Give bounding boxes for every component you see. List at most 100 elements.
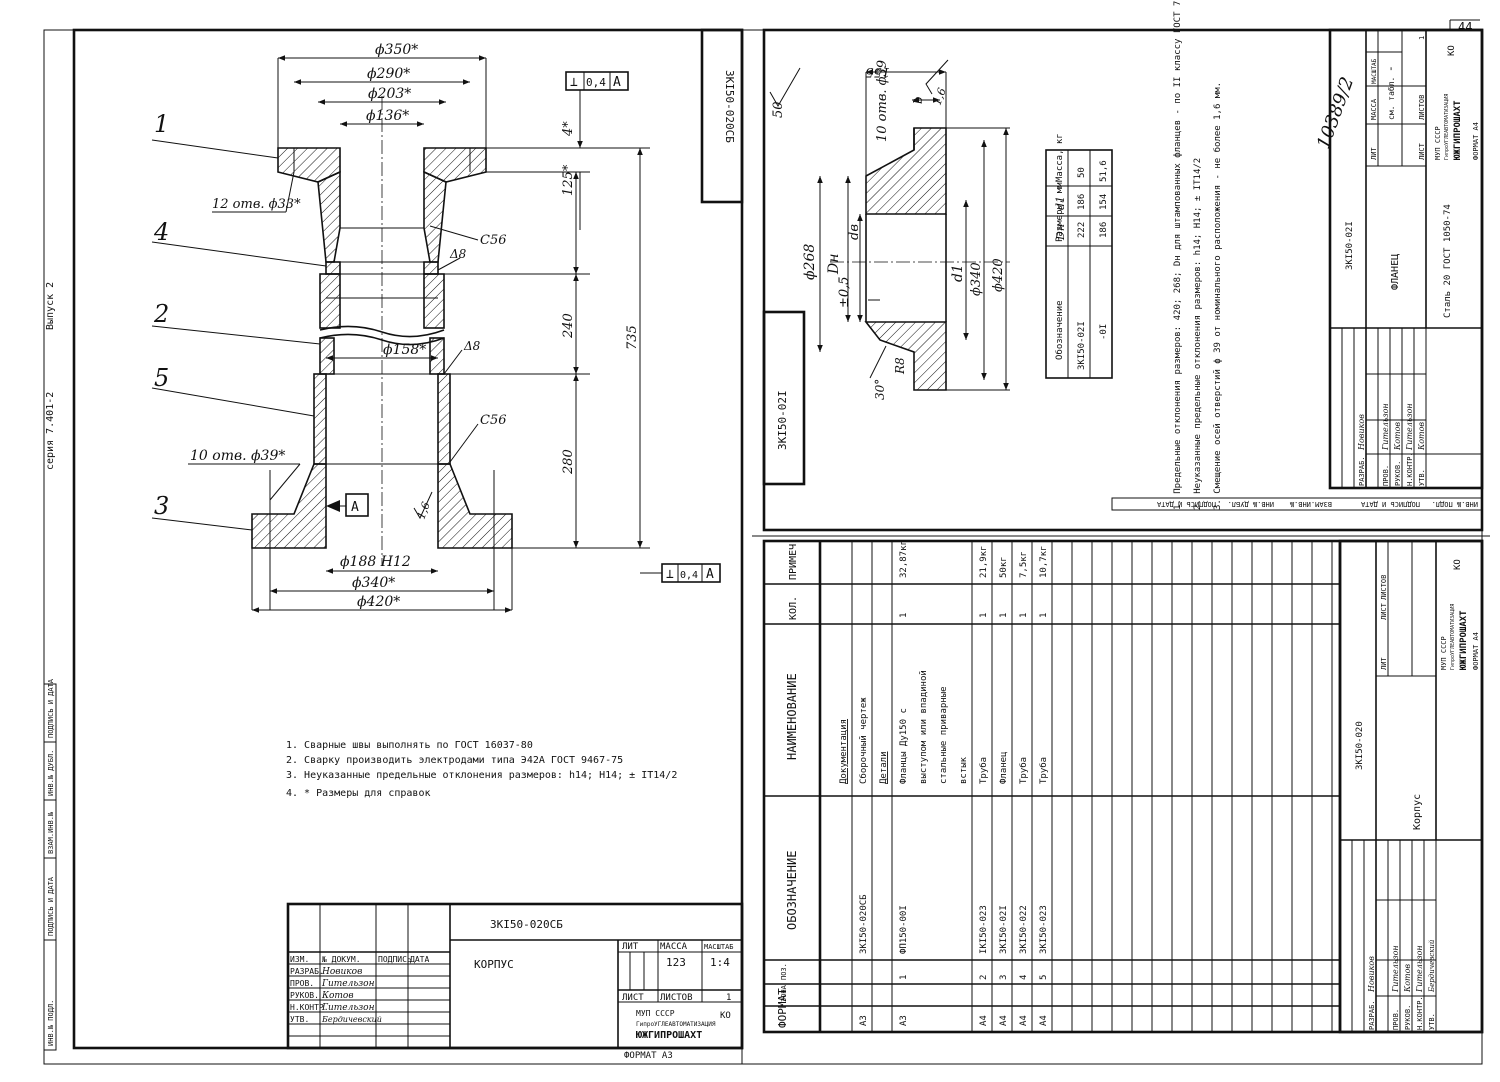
flange-code-box: ЗКI50-02I (762, 310, 806, 486)
flange-tb-role-4: Н.КОНТР. (1406, 452, 1414, 486)
assembly-tb-sheets: ЛИСТОВ (660, 993, 693, 1003)
spec-row-name: Труба (978, 757, 989, 784)
side-stamp-cell-5: ПОДПИСЬ И ДАТА (47, 678, 55, 738)
flange-table-r1-dn: 222 (1077, 222, 1087, 238)
flange-tb-role-2: ПРОВ. (1382, 465, 1390, 486)
flange-code-rotated: ЗКI50-02I (776, 390, 789, 450)
spec-tb-org-top: МУП СССР (1440, 636, 1448, 670)
flange-table-r1-d1: 186 (1077, 194, 1087, 210)
dim-h4: 4* (561, 121, 576, 137)
flange-table-r2-mass: 51,6 (1099, 160, 1109, 182)
assembly-tb-role-1: РАЗРАБ. (290, 967, 324, 976)
flange-dim-w155: 155 (865, 64, 890, 79)
callout-5: 5 (154, 364, 169, 392)
spec-title-block (1338, 539, 1484, 1034)
dim-h280: 280 (561, 449, 576, 475)
flange-dim-angle: 30° (873, 379, 887, 400)
spec-row-name: Фланец (999, 751, 1009, 784)
spec-tb-role-5: УТВ. (1428, 1013, 1436, 1030)
flange-dim-b: b (911, 96, 925, 104)
assembly-tb-head-3: ПОДПИСЬ (378, 955, 412, 964)
callout-1: 1 (154, 110, 169, 138)
flange-stamp-cell-1: ИНВ.№ ПОДЛ. (1432, 500, 1478, 508)
flange-tb-title: ФЛАНЕЦ (1390, 254, 1401, 290)
flange-table-h-mass: Масса, кг (1055, 133, 1065, 182)
assembly-tb-org-top: МУП СССР (636, 1009, 675, 1018)
spec-row-qty: 1 (999, 613, 1009, 618)
flange-note-2: 2. Неуказанные предельные отклонения раз… (1193, 158, 1203, 510)
spec-row-qty: 1 (1019, 613, 1029, 618)
assembly-tb-mass-value: 123 (666, 956, 686, 969)
assembly-tb-org-main: ЮЖГИПРОШАХТ (636, 1030, 702, 1041)
flange-tb-lit: ЛИТ (1370, 147, 1378, 160)
side-stamp-left: ИНВ.№ ПОДЛ. ПОДПИСЬ И ДАТА ВЗАМ.ИНВ.№ ИН… (43, 678, 57, 1051)
dim-d290: ϕ290* (367, 66, 410, 82)
flange-stamp-cell-5: ПОДПИСЬ И ДАТА (1156, 500, 1216, 508)
flange-tb-material: Сталь 20 ГОСТ 1050-74 (1443, 204, 1453, 318)
flange-table-r1-code: ЗКI50-02I (1077, 321, 1087, 370)
spec-row-name: Труба (1018, 757, 1029, 784)
dim-holes-bottom: 10 отв. ϕ39* (190, 448, 285, 464)
tol-value-top: 0,4 (586, 76, 606, 89)
spec-row-code: ЗКI50-022 (1019, 905, 1029, 954)
assembly-dimensions (151, 55, 650, 613)
assembly-tb-head-4: ДАТА (410, 955, 429, 964)
tol-symbol-top: ⊥ (570, 75, 578, 90)
flange-dim-tol: ±0,5 (837, 276, 852, 308)
flange-stamp-cell-3: ВЗАМ.ИНВ.№ (1289, 500, 1332, 508)
spec-row-pos: 1 (899, 975, 909, 980)
tolerance-frame-top: ⊥ 0,4 А (565, 71, 629, 120)
flange-tb-org-top: МУП СССР (1434, 126, 1442, 160)
flange-tb-mass-h: МАССА (1370, 98, 1378, 120)
spec-tb-title: Корпус (1412, 794, 1423, 830)
flange-tb-org-code: КО (1447, 45, 1457, 56)
flange-dim-d39: 10 отв. ϕ39 (875, 60, 890, 142)
flange-dim-radius: R8 (893, 357, 907, 375)
spec-col-qty: КОЛ. (788, 596, 799, 620)
tolerance-frame-bottom: ⊥ 0,4 А (640, 563, 721, 583)
spec-tb-org-mid: ГипроУГЛЕАВТОМАТИЗАЦИЯ (1450, 604, 1456, 670)
flange-stamp-cell-2: ПОДПИСЬ И ДАТА (1360, 500, 1420, 508)
roughness-label: 1,6 (415, 500, 433, 521)
assembly-tb-mass: МАССА (660, 942, 688, 952)
spec-row-format: А4 (1039, 1015, 1049, 1026)
spec-row-name: встык (959, 756, 969, 784)
flange-view (769, 59, 1010, 391)
flange-tb-name-3: Котов (1393, 422, 1402, 451)
spec-tb-sheets: ЛИСТОВ (1380, 575, 1388, 600)
spec-row-code: ЗКI50-02I (999, 905, 1009, 954)
flange-table-h-dims: Размеры, мм (1055, 182, 1065, 242)
assembly-tb-org-mid: ГипроУГЛЕАВТОМАТИЗАЦИЯ (636, 1021, 716, 1028)
assembly-tb-head-1: ИЗМ. (290, 955, 309, 964)
flange-title-block (1328, 28, 1484, 490)
flange-tb-sheets: ЛИСТОВ (1418, 95, 1426, 120)
spec-tb-name-3: Котов (1403, 964, 1412, 993)
assembly-note-4: 4. * Размеры для справок (286, 788, 431, 799)
dim-holes-top: 12 отв. ϕ33* (212, 197, 301, 212)
dim-d136: ϕ136* (366, 108, 409, 124)
assembly-tb-code: ЗКI50-020СБ (490, 918, 563, 931)
dim-h240: 240 (561, 313, 576, 339)
flange-table-r2-dn: 186 (1099, 222, 1109, 238)
flange-tb-mass: см. табл. (1386, 77, 1396, 120)
series-label: серия 7.401-2 (45, 392, 56, 470)
side-stamp-cell-1: ИНВ.№ ПОДЛ. (47, 1000, 55, 1046)
spec-row-format: А3 (899, 1015, 909, 1026)
flange-stamp-cell-4: ИНВ.№ ДУБЛ. (1228, 500, 1274, 508)
page-number: 44 (1458, 20, 1472, 34)
assembly-note-1: 1. Сварные швы выполнять по ГОСТ 16037-8… (286, 740, 533, 751)
spec-col-code: ОБОЗНАЧЕНИЕ (785, 851, 799, 930)
flange-note-3: 3. Смещение осей отверстий ϕ 39 от номин… (1212, 82, 1223, 510)
spec-row-code: ЗКI50-023 (1039, 905, 1049, 954)
spec-row-code: ФП150-00I (899, 905, 909, 954)
flange-tb-scale-h: МАСШТАБ (1371, 58, 1378, 84)
spec-tb-name-1: Новиков (1367, 956, 1376, 993)
flange-size-table (1045, 149, 1113, 379)
spec-row-name: выступом или впадиной (919, 670, 929, 784)
flange-tb-name-1: Новиков (1357, 414, 1366, 451)
flange-table-sub-dn: Dн (1054, 224, 1067, 241)
spec-col-pos: ПОЗ. (780, 963, 788, 980)
flange-table-h-code: Обозначение (1054, 300, 1065, 360)
assembly-tb-lit: ЛИТ (622, 942, 639, 952)
side-stamp-cell-2: ПОДПИСЬ И ДАТА (47, 876, 55, 936)
